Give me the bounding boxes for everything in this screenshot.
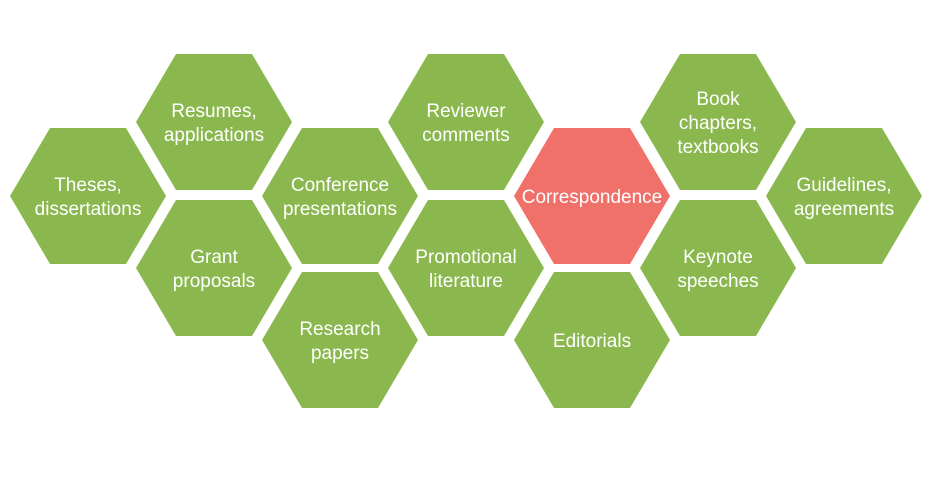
hexagon-resumes: Resumes, applications	[136, 54, 292, 190]
hexagon-shape	[388, 54, 544, 190]
hexagon-shape	[262, 128, 418, 264]
hexagon-theses: Theses, dissertations	[10, 128, 166, 264]
hexagon-label-line: Conference	[291, 175, 389, 196]
hexagon-label-line: presentations	[283, 199, 397, 220]
hexagon-shape	[10, 128, 166, 264]
hexagon-label-line: proposals	[173, 271, 255, 292]
hexagon-label-line: speeches	[677, 271, 758, 292]
hexagon-keynote: Keynote speeches	[640, 200, 796, 336]
hexagon-editorials: Editorials	[514, 272, 670, 408]
hexagon-shape	[388, 200, 544, 336]
hexagon-guidelines: Guidelines, agreements	[766, 128, 922, 264]
hexagon-label-line: dissertations	[35, 199, 142, 220]
hexagon-conference: Conference presentations	[262, 128, 418, 264]
hexagon-label-line: Reviewer	[426, 101, 506, 122]
hexagon-label-line: Resumes,	[171, 101, 257, 122]
hexagon-shape	[514, 272, 670, 408]
hexagon-grant: Grant proposals	[136, 200, 292, 336]
hexagon-shape	[640, 200, 796, 336]
hexagon-shape	[136, 54, 292, 190]
hexagon-shape	[262, 272, 418, 408]
hexagon-label-line: papers	[311, 343, 369, 364]
hexagon-promotional: Promotional literature	[388, 200, 544, 336]
hexagon-label-line: Theses,	[54, 175, 122, 196]
hexagon-shape	[514, 128, 670, 264]
hexagon-label-line: textbooks	[677, 137, 758, 158]
hexagon-label-line: Book	[696, 89, 740, 110]
hexagon-shape	[766, 128, 922, 264]
hexagon-label-line: Keynote	[683, 247, 753, 268]
hexagon-label-line: applications	[164, 125, 264, 146]
hexagon-label-line: Promotional	[415, 247, 516, 268]
hexagon-label-line: chapters,	[679, 113, 757, 134]
hexagon-correspondence: Correspondence	[514, 128, 670, 264]
hexagon-label-line: agreements	[794, 199, 894, 220]
hexagon-label-line: Grant	[190, 247, 238, 268]
hexagon-reviewer: Reviewer comments	[388, 54, 544, 190]
hexagon-label-line: Guidelines,	[796, 175, 891, 196]
hexagon-label-line: Correspondence	[522, 187, 662, 208]
hexagon-label-line: comments	[422, 125, 510, 146]
hexagon-label-line: literature	[429, 271, 503, 292]
hexagon-shape	[640, 54, 796, 190]
hexagon-shape	[136, 200, 292, 336]
hexagon-label-line: Editorials	[553, 331, 631, 352]
hexagon-label-line: Research	[299, 319, 380, 340]
hexagon-research: Research papers	[262, 272, 418, 408]
hexagon-book: Book chapters, textbooks	[640, 54, 796, 190]
